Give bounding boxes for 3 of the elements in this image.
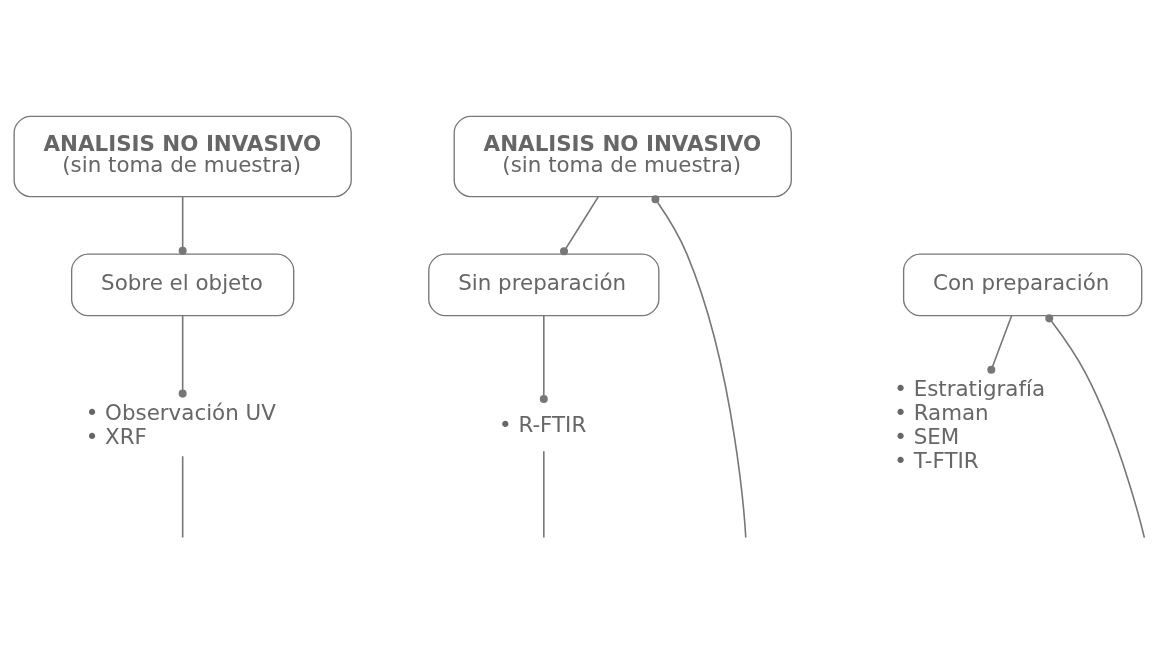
node-text: • R-FTIR	[499, 411, 587, 437]
node-text: • Observación UV • XRF	[85, 399, 276, 449]
node-text: • Estratigrafía • Raman • SEM • T-FTIR	[894, 375, 1046, 473]
